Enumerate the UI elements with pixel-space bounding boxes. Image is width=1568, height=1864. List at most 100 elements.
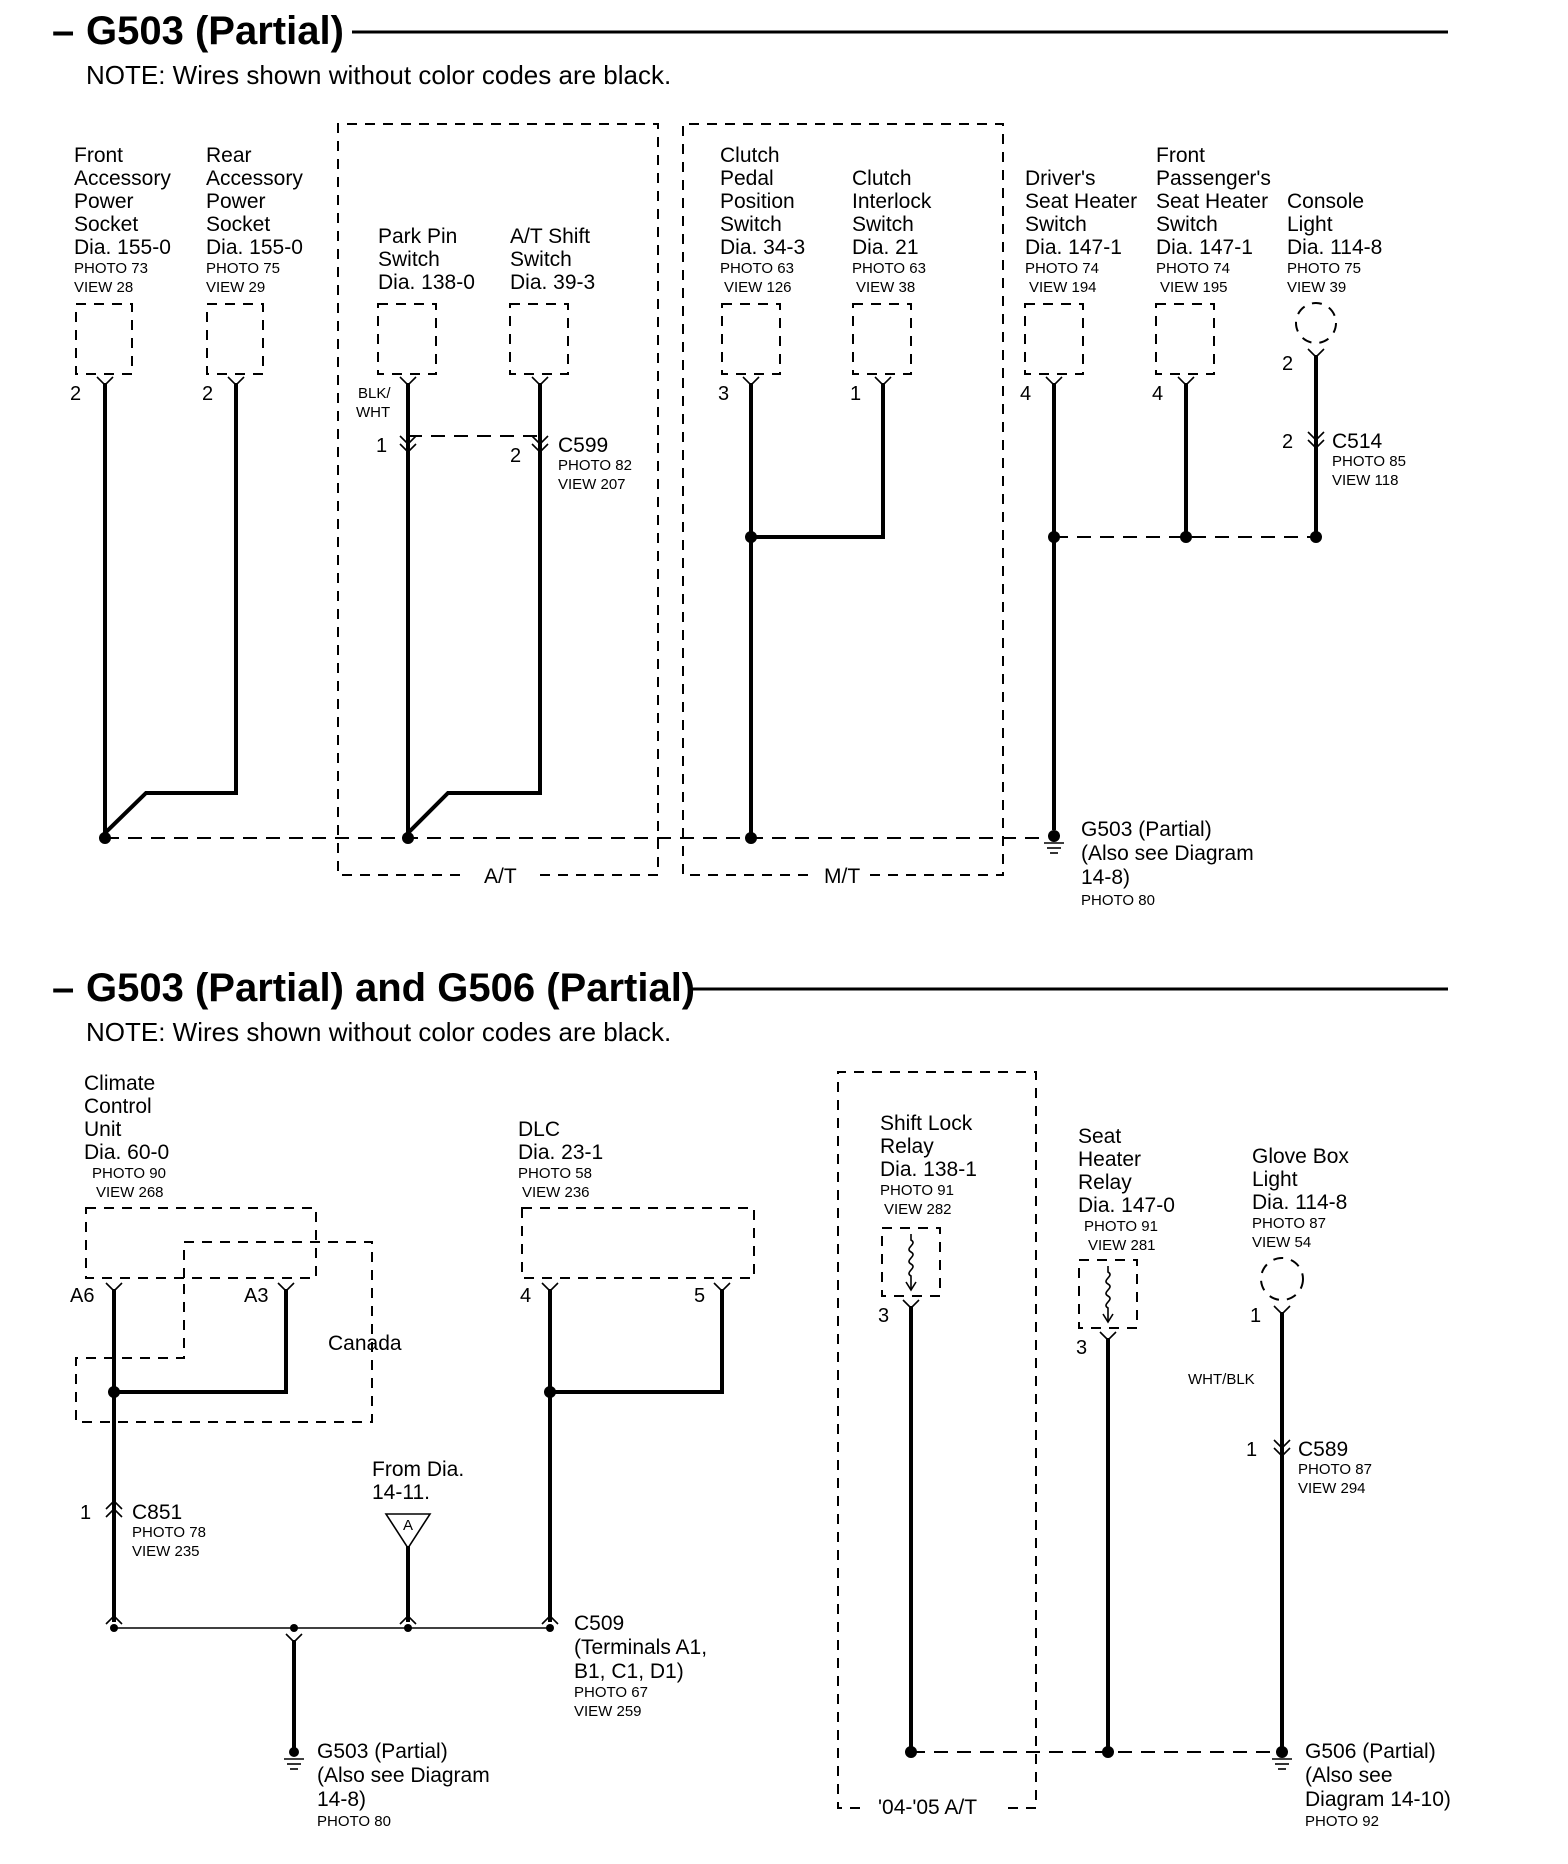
svg-text:C514: C514 [1332, 430, 1383, 453]
svg-text:(Also see Diagram: (Also see Diagram [1081, 842, 1254, 865]
svg-text:(Terminals A1,: (Terminals A1, [574, 1636, 707, 1659]
climate-unit-box [85, 1207, 317, 1279]
driver-seat-heater-switch: Driver's Seat Heater Switch Dia. 147-1 P… [1020, 167, 1143, 405]
svg-text:14-8): 14-8) [1081, 866, 1130, 889]
svg-text:5: 5 [694, 1285, 705, 1307]
svg-text:14-8): 14-8) [317, 1788, 366, 1811]
svg-text:4: 4 [1020, 383, 1031, 405]
svg-text:G506 (Partial): G506 (Partial) [1305, 1740, 1436, 1763]
front-socket-box [75, 303, 133, 375]
rear-socket-box [206, 303, 264, 375]
at-0405-option-box: '04-'05 A/T [837, 1071, 1037, 1819]
svg-text:Driver's Seat Heater: Driver's Seat Heater Switch Dia. 147-1 [1025, 167, 1143, 259]
clutch-interlock-box [852, 303, 912, 375]
glove-box-bulb-icon [1260, 1257, 1304, 1301]
svg-text:2: 2 [1282, 353, 1293, 375]
svg-text:2: 2 [510, 445, 521, 467]
svg-text:PHOTO 67: PHOTO 67 [574, 1684, 648, 1701]
at-box-label: A/T [484, 865, 517, 888]
console-light-bulb-icon [1295, 302, 1337, 344]
at-shift-switch: A/T Shift Switch Dia. 39-3 2 C599 PHOTO … [509, 225, 632, 493]
svg-text:2: 2 [70, 383, 81, 405]
svg-text:C851: C851 [132, 1501, 182, 1524]
seat-heater-relay-box [1078, 1259, 1138, 1329]
svg-text:C589: C589 [1298, 1438, 1348, 1461]
ground-icon [1272, 1758, 1292, 1770]
park-pin-switch: Park Pin Switch Dia. 138-0 BLK/WHT 1 [356, 225, 475, 457]
c509-connector: C509 (Terminals A1, B1, C1, D1) PHOTO 67… [574, 1612, 707, 1720]
svg-text:A6: A6 [70, 1285, 94, 1307]
svg-text:Diagram 14-10): Diagram 14-10) [1305, 1788, 1451, 1811]
svg-text:C509: C509 [574, 1612, 624, 1635]
section1-wires [99, 355, 1322, 844]
svg-text:PHOTO 80: PHOTO 80 [317, 1813, 391, 1830]
svg-text:Front Passenger's: Front Passenger's Seat Heater Switch Dia… [1156, 144, 1277, 259]
svg-text:–: – [52, 966, 74, 1010]
svg-text:3: 3 [1076, 1337, 1087, 1359]
dlc-box [521, 1207, 755, 1279]
ground-icon [284, 1758, 304, 1770]
svg-text:Clutch Pedal Posit: Clutch Pedal Position Switch Dia. 34-3 [720, 144, 805, 259]
svg-text:–: – [52, 9, 74, 53]
section2-note: NOTE: Wires shown without color codes ar… [86, 1017, 671, 1047]
relay-coil-icon [908, 1234, 914, 1290]
at-0405-label: '04-'05 A/T [878, 1796, 977, 1819]
section1-title: G503 (Partial) [86, 9, 344, 53]
svg-text:4: 4 [1152, 383, 1163, 405]
svg-text:4: 4 [520, 1285, 531, 1307]
svg-text:Glove Box Light Di: Glove Box Light Dia. 114-8 [1252, 1145, 1355, 1214]
svg-text:1: 1 [850, 383, 861, 405]
mt-box-label: M/T [824, 865, 860, 888]
svg-text:1: 1 [1246, 1439, 1257, 1461]
section2-right-wires [905, 1306, 1288, 1758]
section2-title: G503 (Partial) and G506 (Partial) [86, 966, 695, 1010]
front-socket-label: Front Accessory Power Socket Dia. 155-0 [74, 144, 177, 259]
svg-text:Park Pin Switch Di: Park Pin Switch Dia. 138-0 [378, 225, 475, 294]
from-dia-14-11: From Dia.14-11. A [372, 1458, 464, 1550]
at-shift-box [509, 303, 569, 375]
svg-text:1: 1 [80, 1502, 91, 1524]
mt-option-box: M/T [682, 123, 1004, 888]
section2-header: – G503 (Partial) and G506 (Partial) NOTE… [52, 966, 1448, 1047]
svg-text:A/T Shift Switch D: A/T Shift Switch Dia. 39-3 [510, 225, 596, 294]
svg-text:DLC Dia. 23-1: DLC Dia. 23-1 [518, 1118, 603, 1164]
section2-left-wires [105, 1289, 724, 1750]
driver-seat-box [1024, 303, 1084, 375]
svg-text:Clutch Interlock S: Clutch Interlock Switch Dia. 21 [852, 167, 937, 259]
svg-text:(Also see Diagram: (Also see Diagram [317, 1764, 490, 1787]
front-accessory-socket: Front Accessory Power Socket Dia. 155-0 … [70, 144, 177, 405]
svg-text:Shift Lock Relay D: Shift Lock Relay Dia. 138-1 [880, 1112, 978, 1181]
connector-a-triangle-icon [384, 1513, 432, 1550]
svg-text:3: 3 [718, 383, 729, 405]
svg-text:WHT/BLK: WHT/BLK [1188, 1371, 1255, 1388]
svg-text:Console Light Dia.: Console Light Dia. 114-8 [1287, 190, 1382, 259]
park-pin-box [377, 303, 437, 375]
canada-label: Canada [328, 1332, 402, 1355]
rear-accessory-socket: Rear Accessory Power Socket Dia. 155-0 P… [202, 144, 303, 405]
svg-text:1: 1 [376, 435, 387, 457]
svg-text:G503 (Partial): G503 (Partial) [317, 1740, 448, 1763]
ground-g503-section2: G503 (Partial) (Also see Diagram 14-8) P… [284, 1740, 490, 1830]
svg-text:3: 3 [878, 1305, 889, 1327]
svg-text:Seat Heater Relay: Seat Heater Relay Dia. 147-0 [1078, 1125, 1175, 1217]
section1-header: – G503 (Partial) NOTE: Wires shown witho… [52, 9, 1448, 90]
svg-text:BLK/WHT: BLK/WHT [356, 385, 391, 421]
svg-text:2: 2 [1282, 431, 1293, 453]
ground-g503-section1: G503 (Partial) (Also see Diagram 14-8) P… [1044, 818, 1254, 909]
passenger-seat-heater-switch: Front Passenger's Seat Heater Switch Dia… [1152, 144, 1277, 405]
ground-g506: G506 (Partial) (Also see Diagram 14-10) … [1272, 1740, 1451, 1830]
